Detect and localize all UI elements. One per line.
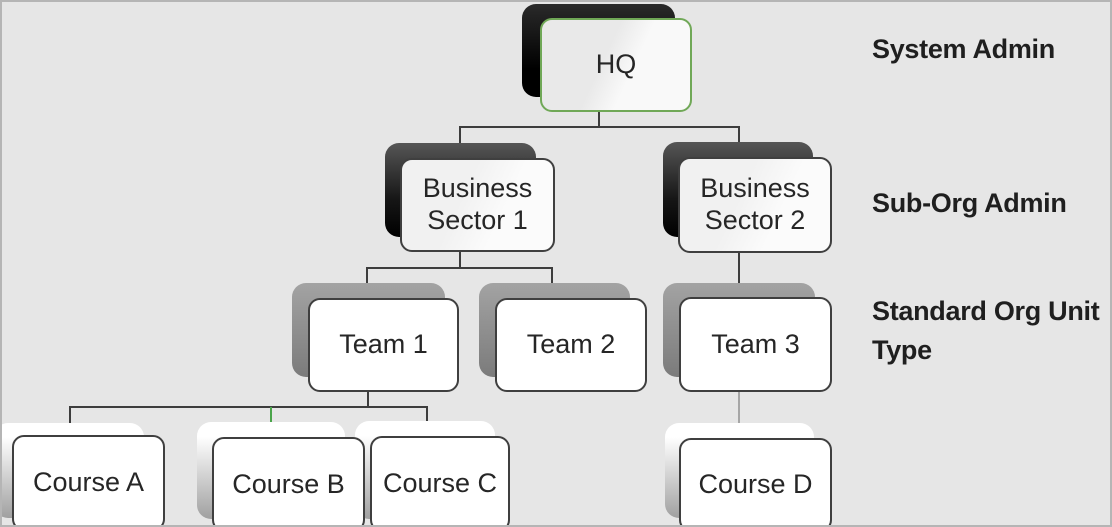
course-c-label: Course C xyxy=(382,468,498,499)
team-1-label: Team 1 xyxy=(339,329,428,360)
team-2-label: Team 2 xyxy=(526,329,616,360)
edge-team1-to-courses xyxy=(69,392,428,423)
business-sector-2-label: Business Sector 2 xyxy=(700,173,810,235)
course-d-node: Course D xyxy=(679,438,832,525)
hq-node: HQ xyxy=(540,18,692,112)
course-a-node: Course A xyxy=(12,435,165,525)
role-label-sub-org-admin: Sub-Org Admin xyxy=(872,188,1067,218)
business-sector-1-label: Business Sector 1 xyxy=(422,173,533,235)
course-c-node: Course C xyxy=(370,436,510,525)
course-a-label: Course A xyxy=(32,467,145,498)
role-label-system-admin: System Admin xyxy=(872,34,1055,64)
business-sector-1-node: Business Sector 1 xyxy=(400,158,555,252)
course-b-node: Course B xyxy=(212,437,365,525)
team-2-node: Team 2 xyxy=(495,298,647,392)
edge-sector1-to-teams xyxy=(366,252,553,283)
business-sector-2-node: Business Sector 2 xyxy=(678,157,832,253)
team-3-label: Team 3 xyxy=(711,328,800,359)
hq-node-label: HQ xyxy=(595,49,637,80)
role-label-standard-org-unit-type: Standard Org Unit Type xyxy=(872,296,1100,366)
team-1-node: Team 1 xyxy=(308,298,459,392)
team-3-node: Team 3 xyxy=(679,297,832,392)
course-b-label: Course B xyxy=(232,468,345,499)
course-d-label: Course D xyxy=(698,469,813,500)
edge-hq-to-business-sectors xyxy=(459,112,740,143)
